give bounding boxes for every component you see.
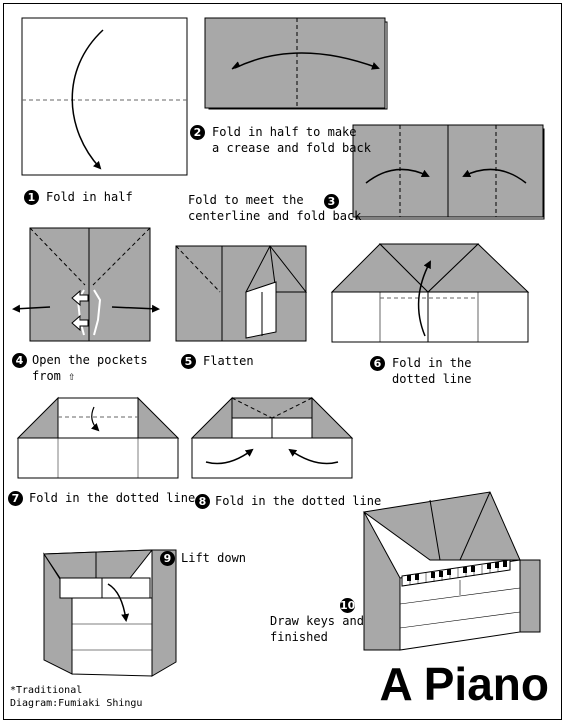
step-number-badge: 8	[195, 494, 210, 509]
step8-figure	[190, 396, 354, 479]
step-number-badge: 9	[160, 551, 175, 566]
step-number-badge: 7	[8, 491, 23, 506]
step1-figure	[21, 17, 188, 176]
step-number-badge: 4	[12, 353, 27, 368]
credit-line: Diagram:Fumiaki Shingu	[10, 698, 143, 709]
step-caption: Fold in the	[392, 356, 472, 370]
step-number-badge: 1	[24, 190, 39, 205]
step5-figure	[175, 245, 308, 342]
step-caption: Fold in the dotted line	[215, 494, 382, 508]
step-caption: from ⇧	[32, 369, 76, 383]
page-border	[3, 3, 562, 720]
step-caption: Lift down	[181, 551, 247, 565]
step10-figure	[362, 491, 541, 651]
step-caption: Flatten	[203, 354, 254, 368]
step-number-badge: 3	[324, 194, 339, 209]
step-number-badge: 2	[190, 125, 205, 140]
step4-figure	[12, 227, 160, 342]
step-number-badge: 5	[181, 354, 196, 369]
step-caption: Fold in half to make	[212, 125, 357, 139]
step-caption: dotted line	[392, 372, 472, 386]
step2-figure	[204, 17, 388, 110]
step-caption: Fold in the dotted line	[29, 491, 196, 505]
step7-figure	[16, 396, 180, 479]
step-caption: Fold in half	[46, 190, 133, 204]
step-caption: Draw keys and	[270, 614, 364, 628]
step9-figure	[43, 549, 177, 677]
step-number-badge: 10	[340, 598, 356, 613]
credit: *Traditional Diagram:Fumiaki Shingu	[10, 684, 142, 710]
step-caption: centerline and fold back	[188, 209, 362, 223]
step-caption: a crease and fold back	[212, 141, 371, 155]
step6-figure	[330, 243, 530, 343]
credit-line: *Traditional	[10, 685, 83, 696]
step-caption: Fold to meet the	[188, 193, 304, 207]
step3-figure	[352, 124, 545, 220]
step-number-badge: 6	[370, 356, 385, 371]
step-caption: Open the pockets	[32, 353, 148, 367]
step-caption: finished	[270, 630, 328, 644]
page-title: A Piano	[379, 658, 549, 710]
